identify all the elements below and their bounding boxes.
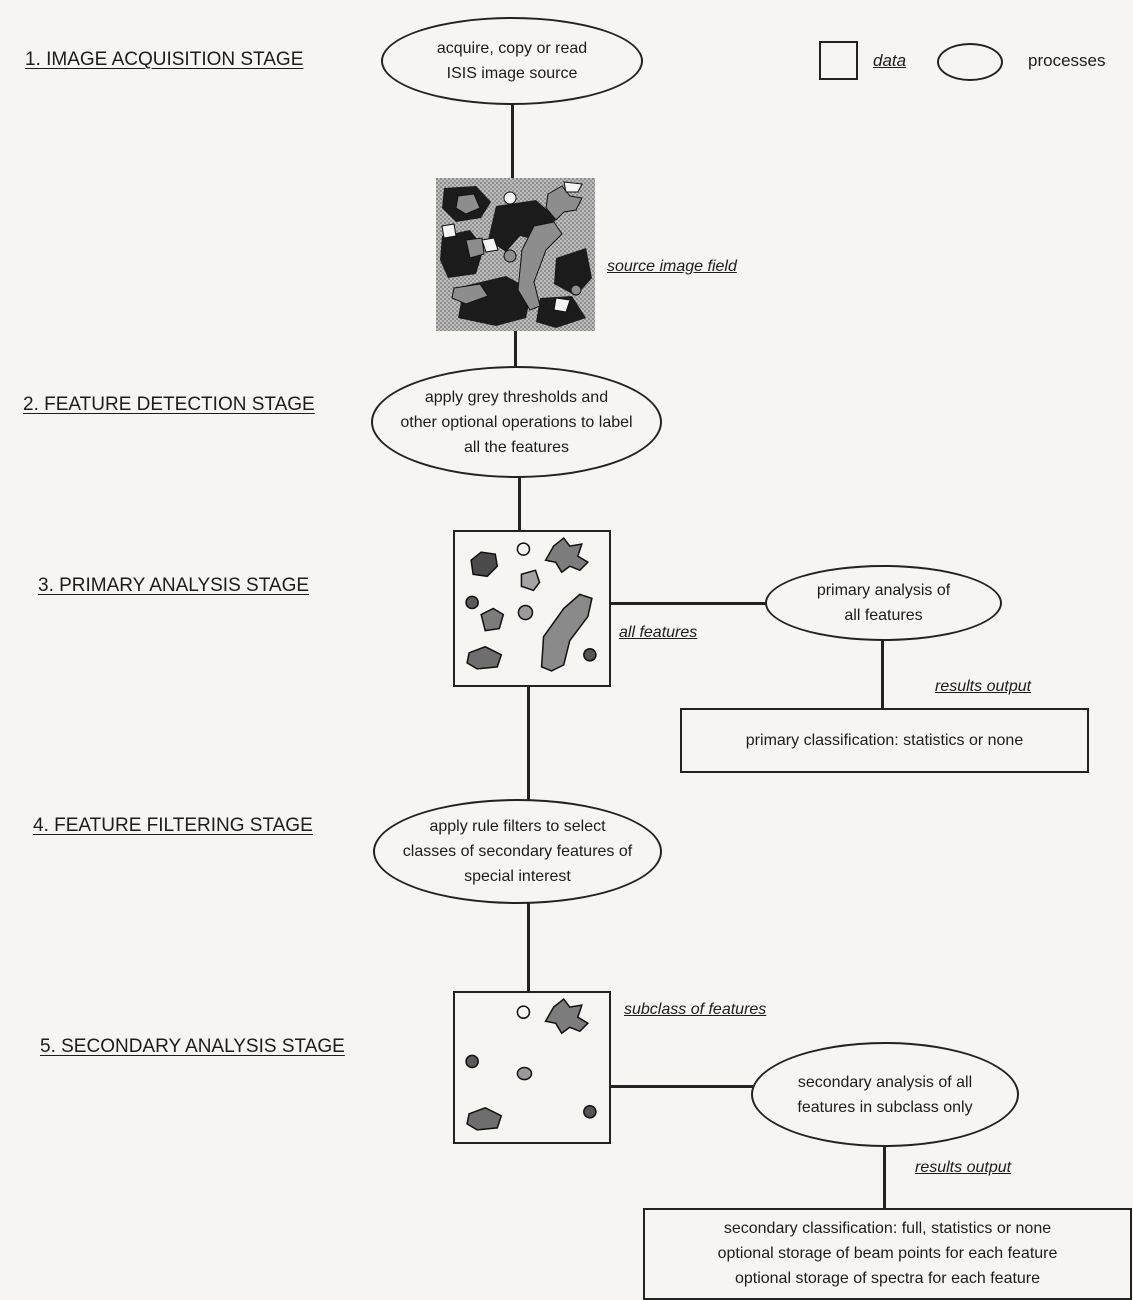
connector xyxy=(611,1085,753,1088)
white-spot xyxy=(503,191,517,205)
feature-blob xyxy=(583,648,597,662)
process-filter-line: apply rule filters to select xyxy=(429,818,606,835)
feature-blob xyxy=(465,1054,479,1069)
grey-blob xyxy=(465,237,485,259)
grey-blob xyxy=(570,284,582,296)
feature-blob xyxy=(520,569,541,592)
white-spot xyxy=(481,237,499,253)
feature-blob xyxy=(540,593,593,672)
secondary-output-line: optional storage of spectra for each fea… xyxy=(734,1270,1041,1287)
feature-blob xyxy=(465,595,479,610)
all-features-label: all features xyxy=(619,624,698,641)
process-filter-line: special interest xyxy=(464,868,571,885)
stage-1-title: 1. IMAGE ACQUISITION STAGE xyxy=(25,49,304,70)
stage-4-title: 4. FEATURE FILTERING STAGE xyxy=(33,815,313,836)
dark-region xyxy=(554,248,592,296)
results-output-label-1: results output xyxy=(935,678,1032,695)
process-acquire-line: acquire, copy or read xyxy=(436,40,588,57)
secondary-output-box: secondary classification: full, statisti… xyxy=(643,1208,1132,1300)
feature-blob xyxy=(466,1106,503,1131)
connector xyxy=(514,330,517,386)
process-primary-line: primary analysis of xyxy=(816,582,951,599)
process-detect: apply grey thresholds and other optional … xyxy=(371,366,662,478)
stage-5-title: 5. SECONDARY ANALYSIS STAGE xyxy=(40,1036,345,1057)
connector xyxy=(883,1145,886,1210)
connector xyxy=(511,104,514,180)
process-secondary: secondary analysis of all features in sub… xyxy=(751,1042,1019,1147)
legend-process-swatch xyxy=(937,43,1003,81)
feature-blob xyxy=(544,997,590,1035)
connector xyxy=(611,602,767,605)
legend-data-label: data xyxy=(873,51,907,70)
grey-blob xyxy=(451,283,489,305)
connector xyxy=(527,686,530,800)
feature-blob xyxy=(516,1066,533,1081)
grey-blob xyxy=(517,221,563,311)
all-features-svg xyxy=(455,532,609,685)
process-secondary-line: features in subclass only xyxy=(797,1098,973,1116)
stage-2-title: 2. FEATURE DETECTION STAGE xyxy=(23,394,315,415)
feature-blob xyxy=(480,607,505,632)
process-acquire-line: ISIS image source xyxy=(446,65,578,82)
feature-blob xyxy=(470,551,499,578)
source-image-svg xyxy=(436,178,595,331)
connector xyxy=(881,638,884,710)
stage-3-title: 3. PRIMARY ANALYSIS STAGE xyxy=(38,575,310,596)
connector xyxy=(527,902,530,1020)
primary-output-box: primary classification: statistics or no… xyxy=(680,708,1089,773)
all-features-field xyxy=(453,530,611,687)
process-detect-line: all the features xyxy=(464,438,569,456)
legend-processes-label: processes xyxy=(1028,51,1106,70)
legend-data-swatch xyxy=(819,41,858,80)
white-spot xyxy=(441,223,457,239)
process-detect-line: apply grey thresholds and xyxy=(424,388,609,406)
process-primary-line: all features xyxy=(844,607,923,624)
white-spot xyxy=(563,181,583,193)
grey-blob xyxy=(545,185,583,221)
grey-blob xyxy=(455,193,481,215)
process-secondary-line: secondary analysis of all xyxy=(797,1073,973,1091)
source-image-label: source image field xyxy=(607,258,737,275)
process-detect-line: other optional operations to label xyxy=(400,413,633,431)
primary-output-line: primary classification: statistics or no… xyxy=(745,732,1024,749)
secondary-output-line: secondary classification: full, statisti… xyxy=(723,1220,1052,1237)
dark-region xyxy=(536,296,586,328)
results-output-label-2: results output xyxy=(915,1159,1012,1176)
connector xyxy=(518,476,521,532)
process-primary: primary analysis of all features xyxy=(765,565,1002,641)
white-spot xyxy=(553,297,571,313)
subclass-features-svg xyxy=(455,993,609,1142)
subclass-features-field xyxy=(453,991,611,1144)
source-image-field xyxy=(436,178,595,331)
feature-blob xyxy=(583,1104,597,1119)
feature-blob xyxy=(516,1005,531,1019)
grey-blob xyxy=(503,249,517,263)
feature-blob xyxy=(544,536,590,574)
feature-blob xyxy=(516,542,531,556)
feature-blob xyxy=(466,645,503,670)
process-filter: apply rule filters to select classes of s… xyxy=(373,799,662,904)
subclass-label: subclass of features xyxy=(624,1001,767,1018)
feature-blob xyxy=(517,604,534,621)
process-filter-line: classes of secondary features of xyxy=(402,843,633,860)
secondary-output-line: optional storage of beam points for each… xyxy=(717,1245,1058,1262)
